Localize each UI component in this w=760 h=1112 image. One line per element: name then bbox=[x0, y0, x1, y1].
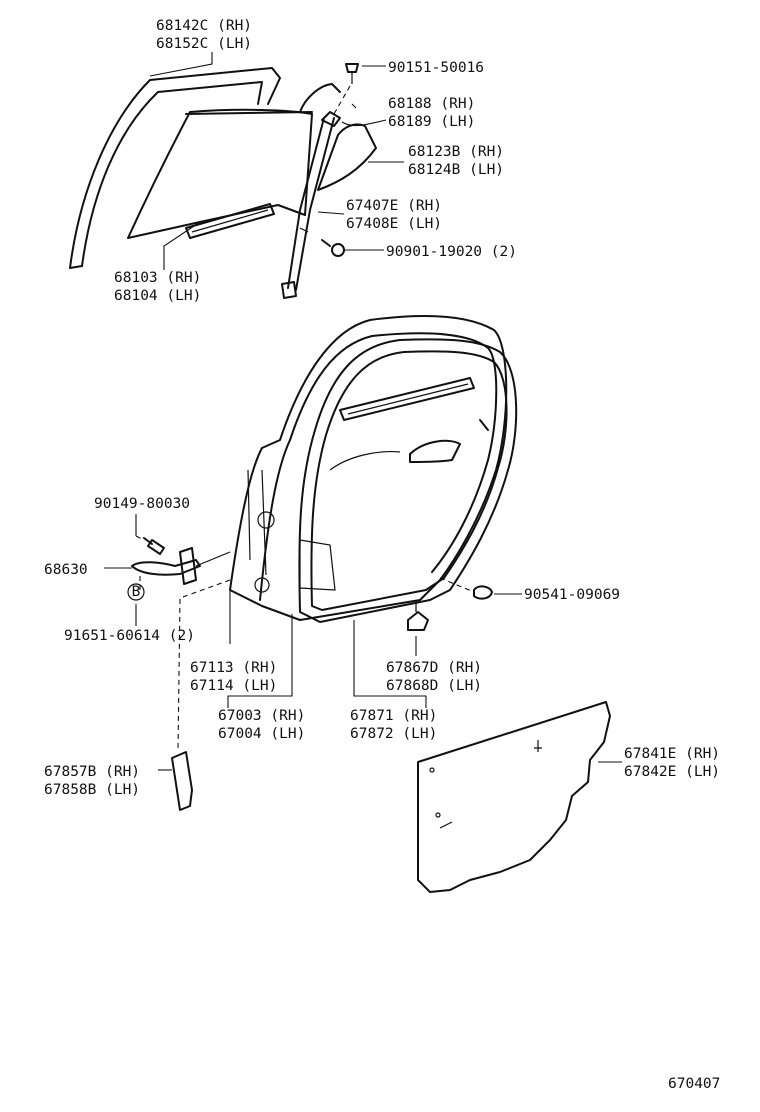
rear-door-panel bbox=[229, 314, 518, 623]
label-67867: 67867D (RH)67868D (LH) bbox=[386, 660, 482, 694]
marker-b: B bbox=[127, 583, 145, 601]
service-hole-cover bbox=[417, 701, 611, 893]
door-glass bbox=[127, 108, 313, 239]
screw-mid bbox=[321, 239, 345, 257]
quarter-window-glass bbox=[317, 123, 377, 191]
leader-lines bbox=[104, 52, 622, 771]
label-67407: 67407E (RH)67408E (LH) bbox=[346, 198, 442, 232]
door-check bbox=[131, 547, 231, 585]
marker-b-text: B bbox=[132, 584, 141, 600]
label-90541: 90541-09069 bbox=[524, 587, 620, 603]
clip-90541 bbox=[473, 585, 493, 600]
label-68142: 68142C (RH)68152C (LH) bbox=[156, 18, 252, 52]
label-67003: 67003 (RH)67004 (LH) bbox=[218, 708, 305, 742]
label-68123: 68123B (RH)68124B (LH) bbox=[408, 144, 504, 178]
division-bar bbox=[281, 83, 341, 299]
dashed-callouts bbox=[135, 85, 475, 751]
clip-67867 bbox=[407, 604, 429, 631]
label-67113: 67113 (RH)67114 (LH) bbox=[190, 660, 277, 694]
label-91651: 91651-60614 (2) bbox=[64, 628, 195, 644]
glass-run-channel bbox=[69, 67, 281, 269]
garnish-67857 bbox=[171, 751, 193, 811]
label-68188: 68188 (RH)68189 (LH) bbox=[388, 96, 475, 130]
label-68630: 68630 bbox=[44, 562, 88, 578]
figure-number: 670407 bbox=[668, 1076, 720, 1092]
screw-top bbox=[345, 63, 359, 84]
bolt-90149 bbox=[143, 537, 165, 555]
label-68103: 68103 (RH)68104 (LH) bbox=[114, 270, 201, 304]
label-67841: 67841E (RH)67842E (LH) bbox=[624, 746, 720, 780]
label-90151: 90151-50016 bbox=[388, 60, 484, 76]
label-90901: 90901-19020 (2) bbox=[386, 244, 517, 260]
label-67857: 67857B (RH)67858B (LH) bbox=[44, 764, 140, 798]
label-90149: 90149-80030 bbox=[94, 496, 190, 512]
label-67871: 67871 (RH)67872 (LH) bbox=[350, 708, 437, 742]
